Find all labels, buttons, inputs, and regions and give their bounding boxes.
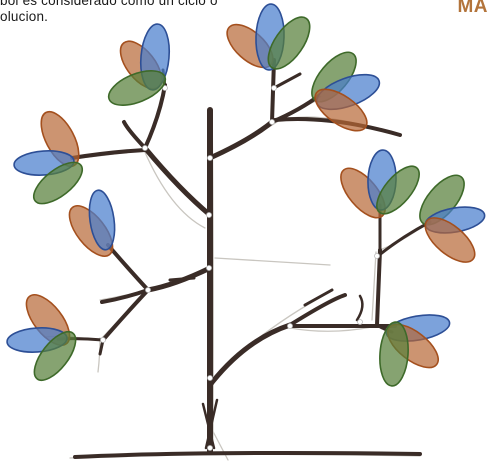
tree-trunk xyxy=(75,110,420,457)
leaf-cluster-left-upper xyxy=(13,106,89,211)
leaf-cluster-top-right xyxy=(304,45,384,139)
leaf-cluster-top-middle xyxy=(220,4,318,76)
leaf-cluster-right-middle xyxy=(333,150,427,225)
branch-mid-left xyxy=(58,245,210,354)
leaf-cluster-lower-right xyxy=(378,311,452,387)
leaf-cluster-left-middle xyxy=(61,189,120,264)
leaf-cluster-right-side xyxy=(412,168,487,270)
leaf-cluster-left-lower xyxy=(6,288,83,387)
node-joints xyxy=(101,86,380,451)
branch-mid-right xyxy=(357,205,430,325)
branch-lower-right xyxy=(210,290,395,385)
